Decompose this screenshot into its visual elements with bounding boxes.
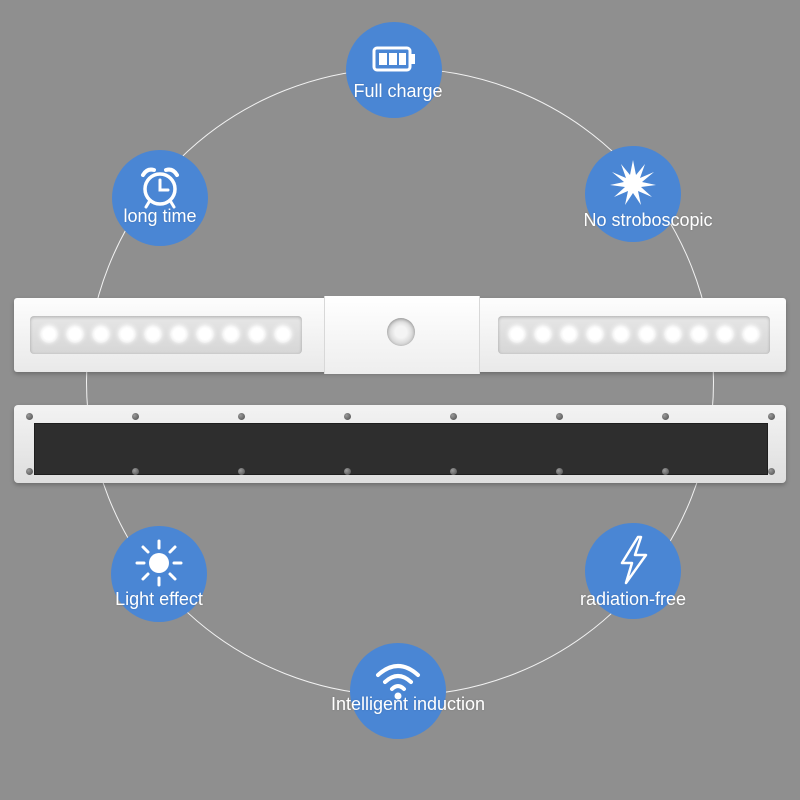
radiation-free-label: radiation-free <box>579 589 687 609</box>
alarm-clock-icon <box>135 162 185 212</box>
led-panel-left <box>30 316 302 354</box>
radiation-free-badge <box>585 523 681 619</box>
led <box>196 325 214 343</box>
screw <box>238 413 245 420</box>
led <box>40 325 58 343</box>
lightning-icon <box>608 535 658 585</box>
led <box>508 325 526 343</box>
screw <box>450 413 457 420</box>
screw <box>26 468 33 475</box>
screw <box>662 468 669 475</box>
led <box>664 325 682 343</box>
screw <box>344 468 351 475</box>
led <box>716 325 734 343</box>
long-time-badge <box>112 150 208 246</box>
led <box>274 325 292 343</box>
led <box>560 325 578 343</box>
led <box>248 325 266 343</box>
led <box>612 325 630 343</box>
led <box>92 325 110 343</box>
screw <box>132 468 139 475</box>
screw <box>768 468 775 475</box>
starburst-icon <box>608 158 658 208</box>
led <box>144 325 162 343</box>
led <box>170 325 188 343</box>
intelligent-induction-badge <box>350 643 446 739</box>
screw <box>556 413 563 420</box>
intelligent-induction-label: Intelligent induction <box>330 694 486 714</box>
no-stroboscopic-badge <box>585 146 681 242</box>
wifi-signal-icon <box>373 655 423 705</box>
led <box>534 325 552 343</box>
screw <box>450 468 457 475</box>
full-charge-label: Full charge <box>353 81 443 101</box>
long-time-label: long time <box>123 206 197 226</box>
magnetic-strip <box>34 423 768 475</box>
screw <box>132 413 139 420</box>
led <box>222 325 240 343</box>
screw <box>662 413 669 420</box>
screw <box>556 468 563 475</box>
motion-sensor <box>387 318 415 346</box>
led <box>742 325 760 343</box>
led <box>638 325 656 343</box>
led <box>586 325 604 343</box>
led <box>118 325 136 343</box>
led <box>66 325 84 343</box>
battery-icon <box>369 34 419 84</box>
light-effect-badge <box>111 526 207 622</box>
led-light-bar-front <box>14 296 786 374</box>
full-charge-badge <box>346 22 442 118</box>
no-stroboscopic-label: No stroboscopic <box>583 210 713 230</box>
light-effect-label: Light effect <box>115 589 203 609</box>
sun-icon <box>134 538 184 588</box>
led-panel-right <box>498 316 770 354</box>
motion-sensor-housing <box>324 296 480 374</box>
screw <box>238 468 245 475</box>
led-light-bar-back <box>14 405 786 483</box>
screw <box>26 413 33 420</box>
screw <box>768 413 775 420</box>
led <box>690 325 708 343</box>
screw <box>344 413 351 420</box>
